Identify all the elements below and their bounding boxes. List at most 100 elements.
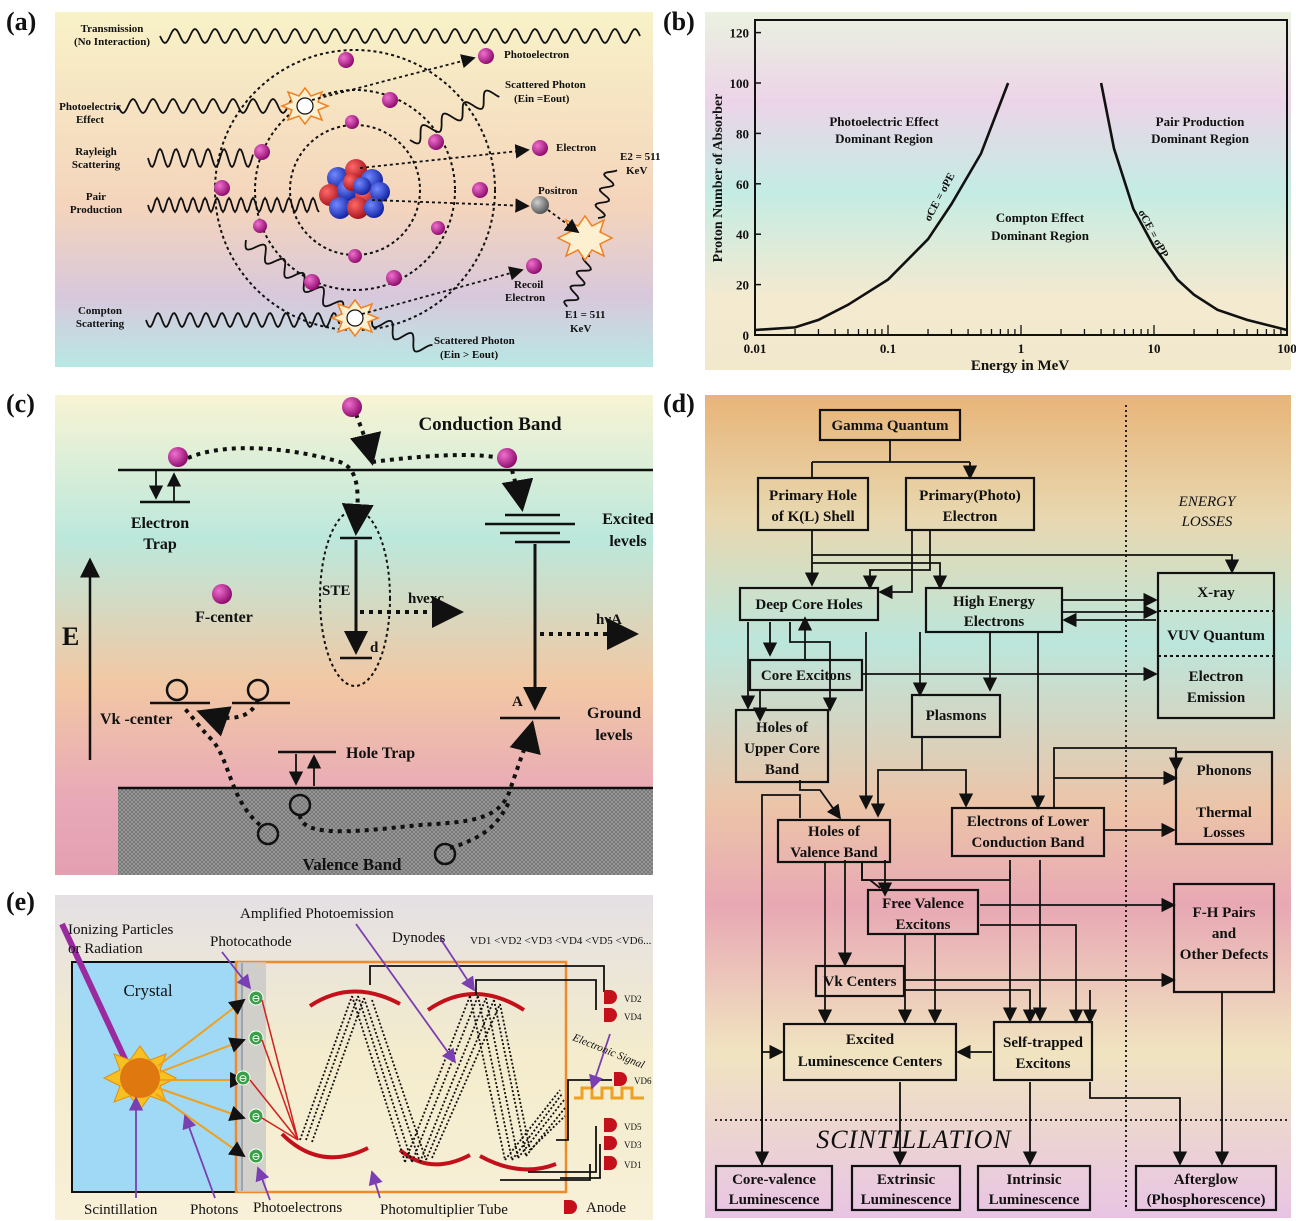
svg-text:Conduction Band: Conduction Band (972, 835, 1086, 851)
label-positron: Positron (538, 185, 578, 197)
svg-text:High Energy: High Energy (953, 594, 1036, 610)
svg-text:of K(L) Shell: of K(L) Shell (771, 509, 854, 525)
box-plasmons: Plasmons (910, 693, 1002, 739)
panel-label-a: (a) (6, 7, 36, 36)
label-pmt: Photomultiplier Tube (380, 1202, 508, 1218)
label-recoil-2: Electron (505, 292, 545, 304)
orbital-electrons (214, 48, 603, 290)
x-tick-label: 0.1 (880, 341, 896, 356)
excited-levels-2: levels (609, 533, 646, 550)
svg-text:Primary Hole: Primary Hole (769, 488, 857, 504)
hole-trap-label: Hole Trap (346, 745, 415, 762)
dynodes-group (280, 989, 557, 1172)
label-vd2: VD2 (624, 994, 642, 1004)
electron-trap-1: Electron (131, 515, 189, 532)
label-pair-1: Pair (86, 191, 106, 203)
excited-levels (485, 513, 575, 544)
box-primary-hole: Primary Hole of K(L) Shell (756, 476, 870, 532)
panel-c-band-diagram: E (55, 395, 654, 875)
curve-ce-pe (754, 82, 1010, 332)
ionizing-particle-track (59, 922, 133, 1072)
d-label: d (370, 640, 379, 656)
svg-text:⊖: ⊖ (251, 1151, 260, 1163)
orbit-inner (289, 124, 421, 256)
label-ionizing-2: or Radiation (68, 941, 143, 957)
rayleigh-wave (147, 147, 254, 169)
compton-wave (145, 311, 341, 329)
label-scintillation: Scintillation (84, 1202, 158, 1218)
y-tick-label: 20 (736, 278, 749, 293)
x-tick-label: 1 (1018, 341, 1025, 356)
anode-connectors (564, 990, 627, 1214)
svg-text:Extrinsic: Extrinsic (877, 1172, 936, 1188)
svg-text:(Phosphorescence): (Phosphorescence) (1147, 1192, 1266, 1208)
y-tick-label: 60 (736, 177, 749, 192)
x-axis-label: Energy in MeV (971, 358, 1069, 374)
label-scattered-2a: Scattered Photon (434, 335, 515, 347)
label-vd5: VD5 (624, 1122, 642, 1132)
scintillation-core (120, 1058, 160, 1098)
box-energy-losses: ENERGY LOSSES (1178, 494, 1237, 530)
svg-text:LOSSES: LOSSES (1181, 514, 1233, 530)
svg-text:Electron: Electron (943, 509, 998, 525)
label-vd1: VD1 (624, 1160, 642, 1170)
box-holes-valence: Holes of Valence Band (776, 818, 892, 864)
y-tick-label: 80 (736, 126, 749, 141)
label-scattered-1a: Scattered Photon (505, 79, 586, 91)
svg-text:VUV Quantum: VUV Quantum (1167, 628, 1265, 644)
label-rayleigh-1: Rayleigh (75, 146, 117, 158)
label-photons: Photons (190, 1202, 239, 1218)
x-tick-label: 100 (1277, 341, 1296, 356)
region-pe-2: Dominant Region (835, 131, 934, 146)
box-afterglow: Afterglow(Phosphorescence) (1134, 1164, 1278, 1212)
svg-text:Thermal: Thermal (1196, 805, 1252, 821)
svg-text:Excitons: Excitons (1015, 1056, 1070, 1072)
panel-label-d: (d) (663, 389, 695, 418)
valence-band-label: Valence Band (302, 855, 402, 874)
label-pair-2: Production (70, 204, 122, 216)
orbit-middle (254, 89, 456, 291)
svg-text:Luminescence: Luminescence (729, 1192, 820, 1208)
label-photoelectric-1: Photoelectric (59, 101, 121, 113)
y-tick-label: 0 (743, 328, 750, 343)
a-label: A (512, 694, 523, 710)
label-vd3: VD3 (624, 1140, 642, 1150)
svg-text:Excited: Excited (846, 1032, 895, 1048)
svg-text:⊖: ⊖ (251, 1033, 260, 1045)
nucleus (319, 159, 390, 219)
region-ce-2: Dominant Region (991, 228, 1090, 243)
svg-text:Losses: Losses (1203, 825, 1245, 841)
svg-text:Holes of: Holes of (808, 824, 861, 840)
svg-text:ENERGY: ENERGY (1178, 494, 1237, 510)
svg-text:Luminescence: Luminescence (989, 1192, 1080, 1208)
svg-text:Primary(Photo): Primary(Photo) (919, 488, 1021, 504)
svg-text:Gamma Quantum: Gamma Quantum (831, 418, 949, 434)
svg-text:⊖: ⊖ (251, 1111, 260, 1123)
svg-text:F-H Pairs: F-H Pairs (1193, 905, 1256, 921)
label-vd6: VD6 (634, 1076, 652, 1086)
svg-text:Valence Band: Valence Band (790, 845, 878, 861)
conduction-band-label: Conduction Band (418, 414, 562, 435)
label-recoil-1: Recoil (514, 279, 543, 291)
region-pp-1: Pair Production (1156, 114, 1245, 129)
svg-text:Core-valence: Core-valence (732, 1172, 816, 1188)
label-e2-2: KeV (626, 165, 647, 177)
svg-text:Upper Core: Upper Core (744, 741, 820, 757)
box-gamma-quantum: Gamma Quantum (818, 408, 962, 442)
svg-text:Plasmons: Plasmons (926, 708, 987, 724)
valence-band-region (118, 788, 653, 875)
region-pe-1: Photoelectric Effect (829, 114, 939, 129)
label-e2-1: E2 = 511 (620, 151, 661, 163)
label-voltages: VD1 <VD2 <VD3 <VD4 <VD5 <VD6... (470, 935, 652, 947)
photoelectrons-group: ⊖ ⊖ ⊖ ⊖ ⊖ (235, 990, 264, 1164)
panel-label-b: (b) (663, 7, 695, 36)
